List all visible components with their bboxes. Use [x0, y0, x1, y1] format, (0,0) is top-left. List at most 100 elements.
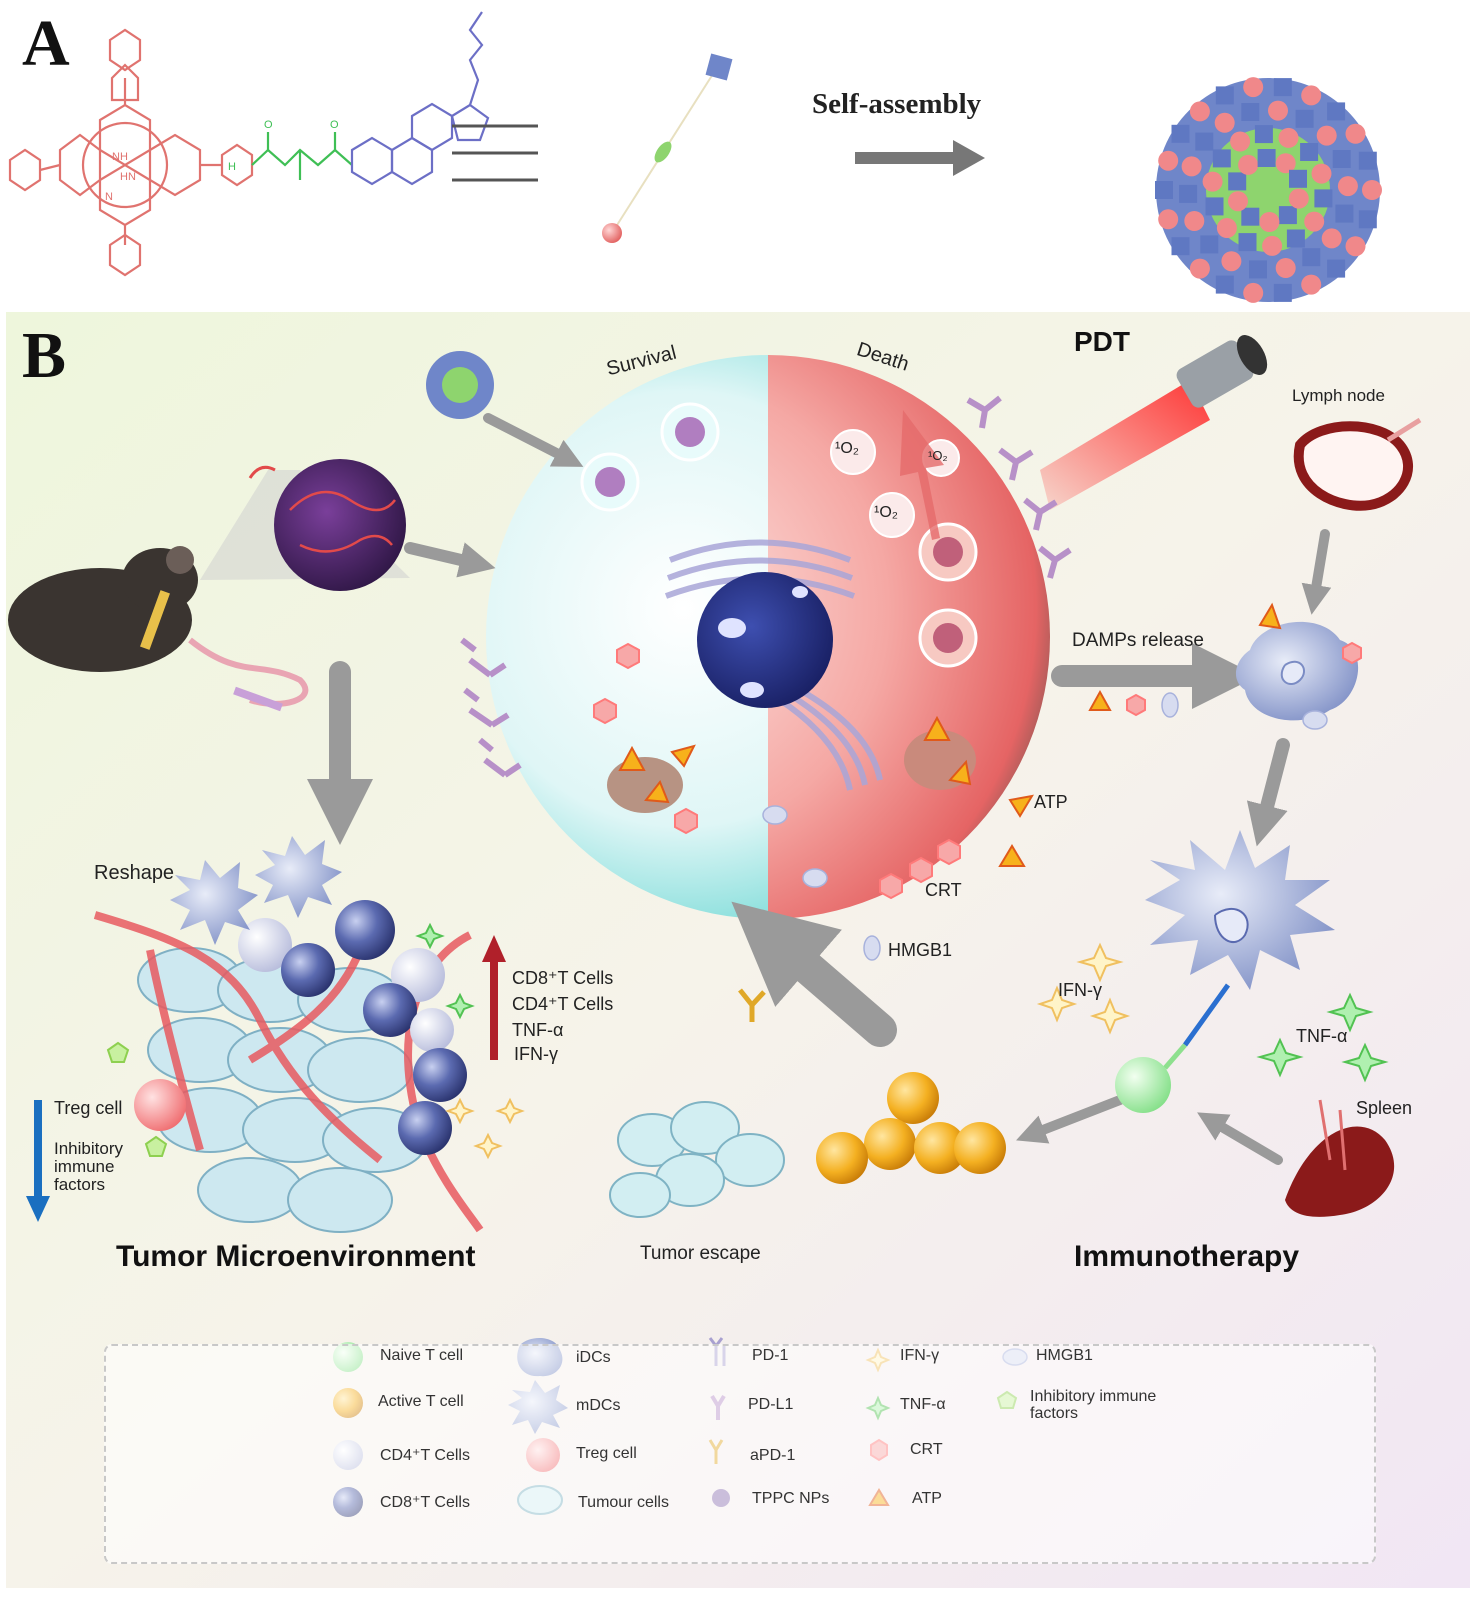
self-assembly-arrow: [855, 140, 985, 176]
tumor-escape-label: Tumor escape: [640, 1243, 761, 1264]
np-lipid-bead: [1181, 156, 1202, 177]
np-lipid-bead: [1214, 112, 1235, 133]
mouse: [8, 546, 309, 712]
np-porphyrin-cube: [1241, 103, 1260, 121]
np-lipid-bead: [1345, 123, 1366, 144]
np-porphyrin-cube: [1358, 210, 1377, 229]
legend-cd8-t-cells: CD8⁺T Cells: [380, 1494, 470, 1511]
panel-b-letter: B: [22, 319, 67, 392]
up-list-item-1: CD8⁺T Cells: [512, 968, 614, 988]
pdt-laser: [1040, 335, 1268, 510]
cholesterol-structure: [350, 11, 490, 186]
legend-tppc-nps: TPPC NPs: [752, 1490, 830, 1507]
legend-naive-t-cell: Naive T cell: [380, 1347, 463, 1364]
np-lipid-bead: [1202, 171, 1223, 192]
np-porphyrin-cube: [1171, 237, 1190, 256]
legend-pd-1: PD-1: [752, 1347, 789, 1364]
np-lipid-bead: [1189, 258, 1210, 279]
np-porphyrin-cube: [1327, 259, 1346, 278]
np-porphyrin-cube: [1241, 207, 1260, 226]
molecule-schematic: [602, 53, 733, 243]
tnf-stars: [415, 922, 1389, 1083]
tumor-escape-cells: [609, 1101, 785, 1218]
legend-crt: CRT: [910, 1441, 943, 1458]
legend-treg-cell: Treg cell: [576, 1445, 637, 1462]
legend-mdcs: mDCs: [576, 1397, 621, 1414]
np-porphyrin-cube: [1273, 283, 1292, 302]
np-lipid-bead: [1301, 85, 1322, 106]
tme-vessels: [93, 911, 484, 1233]
np-porphyrin-cube: [1212, 149, 1231, 168]
np-porphyrin-cube: [1195, 132, 1214, 151]
legend-inhibitory-factors: Inhibitory immune factors: [1030, 1388, 1157, 1422]
pdt-label: PDT: [1074, 326, 1130, 357]
lymph-node: [1293, 417, 1422, 511]
legend-hmgb1: HMGB1: [1036, 1347, 1093, 1364]
legend: [104, 1344, 1376, 1564]
np-porphyrin-cube: [1257, 149, 1276, 167]
mdc-cell: [1145, 830, 1335, 1070]
hn-label: HN: [120, 171, 136, 183]
up-list-item-3: TNF-α: [512, 1020, 564, 1040]
chem-atom-labels: NH HN N H O O: [105, 119, 339, 203]
np-lipid-bead: [1243, 77, 1264, 98]
np-porphyrin-cube: [1286, 229, 1305, 248]
np-porphyrin-cube: [1273, 78, 1292, 97]
spleen-label: Spleen: [1356, 1098, 1413, 1118]
np-lipid-bead: [1278, 127, 1299, 148]
hmgb1-label: HMGB1: [888, 940, 953, 960]
o-label-2: O: [330, 119, 339, 131]
legend-ifn-gamma: IFN-γ: [900, 1347, 940, 1364]
np-lipid-bead: [1345, 236, 1366, 257]
tme-dcs: [170, 836, 342, 945]
np-lipid-bead: [1262, 235, 1283, 256]
legend-tumour-cells: Tumour cells: [578, 1494, 669, 1511]
tme-immune-cells: [134, 900, 467, 1155]
np-porphyrin-cube: [1332, 150, 1351, 168]
np-porphyrin-cube: [1155, 181, 1173, 199]
naive-t-cell: [1115, 1057, 1171, 1113]
np-porphyrin-cube: [1314, 189, 1333, 208]
np-lipid-bead: [1275, 258, 1296, 278]
immunotherapy-title: Immunotherapy: [1074, 1240, 1300, 1273]
np-lipid-bead: [1304, 211, 1325, 232]
np-porphyrin-cube: [1295, 109, 1314, 128]
inhibitory-pentagons: [106, 1041, 168, 1157]
np-lipid-bead: [1259, 212, 1280, 232]
np-porphyrin-cube: [1254, 125, 1273, 144]
np-porphyrin-cube: [1289, 169, 1307, 188]
atp-label: ATP: [1034, 792, 1068, 812]
hmgb1-ovals: [762, 692, 1328, 961]
porphyrin-structure: [8, 28, 254, 277]
legend-idcs: iDCs: [576, 1349, 611, 1366]
np-porphyrin-cube: [1278, 206, 1297, 225]
pd-l1-receptors: [460, 395, 1072, 778]
tnf-alpha-label: TNF-α: [1296, 1026, 1348, 1046]
np-lipid-bead: [1316, 125, 1337, 146]
trend-arrows: [26, 935, 506, 1222]
np-porphyrin-cube: [1300, 143, 1319, 161]
np-lipid-bead: [1321, 228, 1342, 249]
tumor-mass: [200, 459, 410, 591]
np-porphyrin-cube: [1179, 184, 1198, 203]
np-lipid-bead: [1243, 282, 1264, 303]
np-porphyrin-cube: [1249, 260, 1267, 279]
np-porphyrin-cube: [1200, 235, 1219, 254]
legend-cd4-t-cells: CD4⁺T Cells: [380, 1447, 470, 1464]
singlet-oxygen-label-2: ¹O₂: [928, 448, 948, 463]
panel-a-letter: A: [22, 7, 70, 80]
up-list-item-2: CD4⁺T Cells: [512, 994, 614, 1014]
np-lipid-bead: [1158, 209, 1179, 230]
np-porphyrin-cube: [1205, 197, 1224, 216]
legend-pd-l1: PD-L1: [748, 1396, 794, 1413]
np-lipid-bead: [1301, 274, 1322, 295]
ifn-gamma-label: IFN-γ: [1058, 980, 1102, 1000]
singlet-oxygen-label-1: ¹O₂: [835, 440, 859, 457]
np-lipid-bead: [1158, 150, 1179, 171]
inhibitory-factors-label-2: immune: [54, 1157, 115, 1176]
legend-atp: ATP: [912, 1490, 942, 1507]
np-lipid-bead: [1311, 163, 1332, 184]
tumor-cell: [486, 355, 1050, 919]
apd-1-antibodies: [738, 988, 766, 1022]
